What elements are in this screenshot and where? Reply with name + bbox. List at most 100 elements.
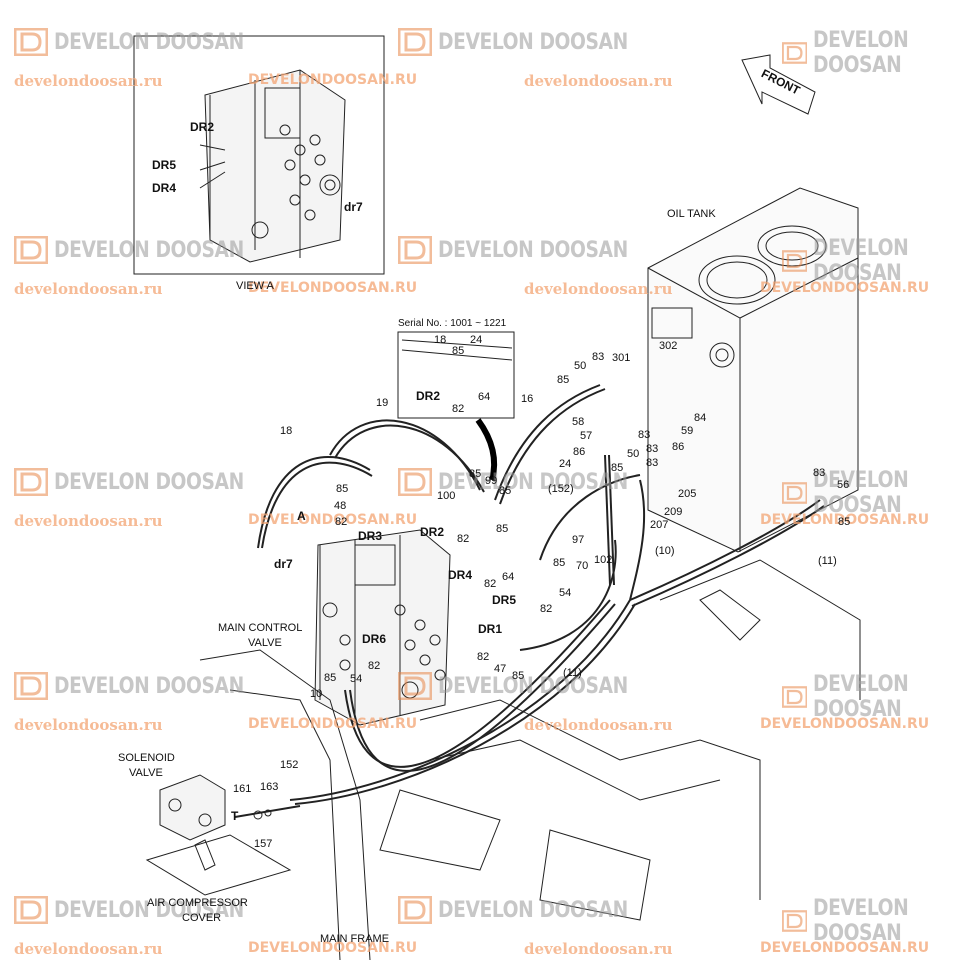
part-85: 85 (553, 557, 566, 569)
watermark-brand: DEVELON DOOSAN (813, 236, 909, 286)
view-a-dr4-label: DR4 (152, 181, 177, 195)
main-control-valve-label-line2: VALVE (248, 637, 282, 649)
watermark-brand: DEVELON DOOSAN (813, 672, 909, 722)
watermark-logo: DEVELON DOOSAN (782, 672, 980, 722)
develon-logo-icon (398, 236, 432, 264)
port-dr5-label: DR5 (492, 593, 517, 607)
part-11-ref: (11) (818, 555, 837, 567)
watermark-brand: DEVELON DOOSAN (54, 469, 244, 495)
view-a-dr2-label: DR2 (190, 120, 215, 134)
part-301: 301 (612, 352, 631, 364)
watermark-logo: DEVELON DOOSAN (398, 896, 661, 924)
inset-dr2-label: DR2 (416, 389, 441, 403)
part-85: 85 (838, 516, 851, 528)
view-a-marker: A (297, 509, 306, 523)
watermark-url: DEVELONDOOSAN.RU (248, 716, 418, 732)
part-302: 302 (659, 340, 678, 352)
part-85: 85 (557, 374, 570, 386)
watermark-url: develondoosan.ru (14, 72, 163, 90)
watermark-brand: DEVELON DOOSAN (54, 897, 244, 923)
develon-logo-icon (14, 28, 48, 56)
develon-logo-icon (782, 482, 808, 504)
solenoid-port-t-label: T (231, 809, 239, 823)
port-dr2-label: DR2 (420, 525, 445, 539)
watermark-brand: DEVELON DOOSAN (438, 673, 628, 699)
watermark-logo: DEVELON DOOSAN (782, 236, 980, 286)
watermark-url: DEVELONDOOSAN.RU (248, 72, 418, 88)
part-57: 57 (580, 430, 593, 442)
part-209: 209 (664, 506, 683, 518)
solenoid-valve-label-line1: SOLENOID (118, 752, 175, 764)
part-83: 83 (646, 457, 659, 469)
inset-part-18: 18 (434, 334, 447, 346)
watermark-url: develondoosan.ru (14, 512, 163, 530)
main-frame-outline (199, 559, 861, 961)
part-10-ref: (10) (655, 545, 675, 557)
air-compressor-cover-line1: AIR COMPRESSOR (147, 897, 248, 909)
watermark-brand: DEVELON DOOSAN (54, 29, 244, 55)
part-207: 207 (650, 519, 669, 531)
main-control-valve-label-2: VALVE (248, 637, 282, 649)
watermark-url: develondoosan.ru (524, 280, 673, 298)
solenoid-valve-label-line2: VALVE (129, 767, 163, 779)
part-24: 24 (559, 458, 572, 470)
part-100: 100 (437, 490, 456, 502)
develon-logo-icon (14, 468, 48, 496)
part-83: 83 (646, 443, 659, 455)
oil-tank-outline (647, 187, 859, 553)
part-99: 99 (485, 475, 498, 487)
part-82: 82 (540, 603, 553, 615)
front-arrow (741, 54, 816, 115)
watermark-brand: DEVELON DOOSAN (813, 28, 909, 78)
watermark-logo: DEVELON DOOSAN (14, 28, 277, 56)
air-compressor-cover-line2: COVER (182, 912, 222, 924)
develon-logo-icon (14, 236, 48, 264)
part-85: 85 (336, 483, 349, 495)
watermark-brand: DEVELON DOOSAN (813, 896, 909, 946)
inset-part-85: 85 (452, 345, 465, 357)
watermark-brand: DEVELON DOOSAN (438, 237, 628, 263)
main-control-valve-label: MAIN CONTROL (218, 622, 302, 634)
main-control-valve-illustration (314, 529, 451, 726)
part-82: 82 (335, 516, 348, 528)
air-compressor-cover-label: AIR COMPRESSOR (147, 897, 248, 909)
part-97: 97 (572, 534, 585, 546)
watermark-url: DEVELONDOOSAN.RU (248, 512, 418, 528)
view-a-frame (133, 35, 385, 275)
part-102: 102 (594, 554, 613, 566)
watermark-url: DEVELONDOOSAN.RU (248, 940, 418, 956)
part-152: 152 (280, 759, 299, 771)
part-85: 85 (512, 670, 525, 682)
watermark-url: develondoosan.ru (524, 940, 673, 958)
serial-inset-frame (397, 331, 515, 419)
part-85: 85 (469, 468, 482, 480)
part-85: 85 (324, 672, 337, 684)
port-dr4-label: DR4 (448, 568, 473, 582)
port-dr7-label: dr7 (274, 557, 293, 571)
part-86: 86 (573, 446, 586, 458)
watermark-url: develondoosan.ru (14, 716, 163, 734)
watermark-brand: DEVELON DOOSAN (54, 237, 244, 263)
part-50: 50 (574, 360, 587, 372)
watermark-logo: DEVELON DOOSAN (398, 672, 661, 700)
watermark-brand: DEVELON DOOSAN (438, 897, 628, 923)
part-47: 47 (494, 663, 507, 675)
part-50: 50 (627, 448, 640, 460)
part-86: 86 (672, 441, 685, 453)
part-152-ref: (152) (548, 483, 574, 495)
inset-part-24: 24 (470, 334, 483, 346)
watermark-logo: DEVELON DOOSAN (782, 28, 980, 78)
watermark-logo: DEVELON DOOSAN (782, 896, 980, 946)
view-a-caption: VIEW A (236, 280, 274, 292)
part-83: 83 (592, 351, 605, 363)
port-dr1-label: DR1 (478, 622, 503, 636)
develon-logo-icon (782, 910, 808, 932)
watermark-url: DEVELONDOOSAN.RU (248, 280, 418, 296)
part-82: 82 (477, 651, 490, 663)
part-85: 85 (499, 485, 512, 497)
develon-logo-icon (398, 672, 432, 700)
view-a-valve-illustration (199, 69, 346, 263)
part-85: 85 (496, 523, 509, 535)
